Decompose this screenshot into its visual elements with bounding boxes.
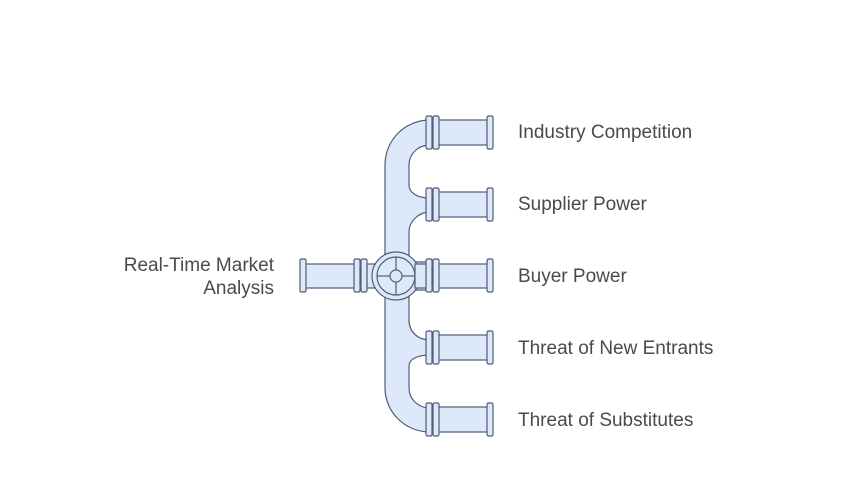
output-pipe-5 — [425, 402, 494, 437]
output-label-threat-substitutes: Threat of Substitutes — [518, 410, 693, 431]
input-label-line2: Analysis — [203, 278, 274, 299]
output-label-industry-competition: Industry Competition — [518, 122, 692, 143]
output-pipe-4 — [425, 330, 494, 365]
input-label-line1: Real-Time Market — [124, 255, 275, 276]
valve-icon — [371, 251, 421, 301]
output-pipe-2 — [425, 187, 494, 222]
output-label-supplier-power: Supplier Power — [518, 194, 648, 215]
output-pipe-1 — [425, 115, 494, 150]
output-label-threat-new-entrants: Threat of New Entrants — [518, 338, 713, 359]
output-label-buyer-power: Buyer Power — [518, 266, 627, 287]
input-pipe — [299, 258, 378, 293]
output-pipe-3 — [414, 258, 494, 293]
